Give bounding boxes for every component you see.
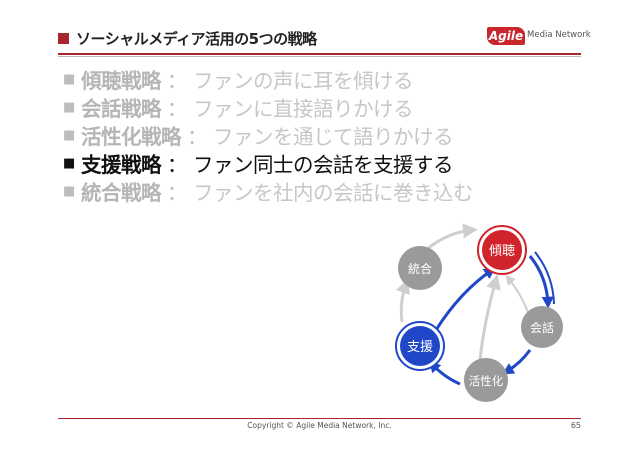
cycle-arc-talk-energize bbox=[501, 349, 532, 375]
strategy-desc: ファンの声に耳を傾ける bbox=[193, 69, 414, 93]
strategy-name: 統合戦略 bbox=[81, 181, 162, 205]
strategy-colon: ： bbox=[167, 97, 188, 121]
cycle-node-label-support: 支援 bbox=[407, 340, 433, 355]
cycle-node-label-integrate: 統合 bbox=[408, 261, 432, 276]
strategy-name: 会話戦略 bbox=[81, 97, 162, 121]
strategy-colon: ： bbox=[187, 125, 208, 149]
title-divider-gray bbox=[58, 56, 581, 57]
slide-title-bar: ソーシャルメディア活用の5つの戦略 bbox=[58, 28, 317, 49]
cycle-inner-support-listen bbox=[434, 267, 496, 331]
footer-copyright: Copyright © Agile Media Network, Inc. bbox=[247, 421, 392, 430]
cycle-arc-energize-support bbox=[428, 360, 461, 386]
logo-text: Media Network bbox=[527, 30, 591, 40]
cycle-node-label-talk: 会話 bbox=[530, 320, 554, 335]
strategy-colon: ： bbox=[167, 69, 188, 93]
strategy-name: 活性化戦略 bbox=[81, 125, 182, 149]
strategy-cycle-diagram: 傾聴 会話 活性化 支援 統合 bbox=[395, 223, 563, 402]
strategy-item-energize: ■ 活性化戦略 ： ファンを通じて語りかける bbox=[63, 121, 473, 149]
strategy-name: 支援戦略 bbox=[81, 153, 162, 177]
bullet-icon: ■ bbox=[63, 99, 75, 115]
strategy-desc: ファンを社内の会話に巻き込む bbox=[193, 181, 474, 205]
strategy-list: ■ 傾聴戦略 ： ファンの声に耳を傾ける ■ 会話戦略 ： ファンに直接語りかけ… bbox=[63, 65, 474, 205]
strategy-desc: ファンに直接語りかける bbox=[193, 97, 414, 121]
cycle-node-label-energize: 活性化 bbox=[469, 374, 504, 388]
cycle-arc-listen-talk-outer bbox=[534, 251, 555, 305]
cycle-node-listen: 傾聴 bbox=[477, 225, 527, 275]
slide-title: ソーシャルメディア活用の5つの戦略 bbox=[76, 30, 317, 48]
cycle-arc-support-integrate bbox=[395, 278, 411, 323]
page-number: 65 bbox=[570, 421, 581, 430]
strategy-desc: ファン同士の会話を支援する bbox=[193, 153, 454, 177]
cycle-node-support: 支援 bbox=[395, 321, 445, 371]
slide-footer: Copyright © Agile Media Network, Inc. 65 bbox=[58, 418, 581, 433]
strategy-name: 傾聴戦略 bbox=[81, 69, 162, 93]
strategy-colon: ： bbox=[167, 153, 188, 177]
cycle-node-talk: 会話 bbox=[521, 306, 563, 348]
cycle-inner-talk-listen bbox=[505, 274, 529, 313]
strategy-item-support: ■ 支援戦略 ： ファン同士の会話を支援する bbox=[63, 149, 473, 177]
cycle-inner-energize-listen bbox=[478, 274, 501, 361]
strategy-item-talk: ■ 会話戦略 ： ファンに直接語りかける bbox=[63, 93, 473, 121]
strategy-item-listen: ■ 傾聴戦略 ： ファンの声に耳を傾ける bbox=[63, 65, 473, 93]
cycle-node-energize: 活性化 bbox=[464, 358, 508, 402]
bullet-icon: ■ bbox=[63, 183, 75, 199]
strategy-desc: ファンを通じて語りかける bbox=[213, 125, 454, 149]
title-divider bbox=[58, 53, 581, 55]
logo-mark: Agile bbox=[487, 27, 525, 45]
strategy-item-integrate: ■ 統合戦略 ： ファンを社内の会話に巻き込む bbox=[63, 177, 474, 205]
strategy-colon: ： bbox=[167, 181, 188, 205]
cycle-arc-listen-talk bbox=[528, 255, 554, 309]
agile-media-network-logo: Agile Media Network bbox=[487, 27, 591, 47]
bullet-icon: ■ bbox=[63, 71, 75, 87]
bullet-icon: ■ bbox=[63, 155, 75, 171]
cycle-node-label-listen: 傾聴 bbox=[489, 244, 515, 259]
cycle-node-integrate: 統合 bbox=[398, 246, 442, 290]
bullet-icon: ■ bbox=[63, 127, 75, 143]
title-square-icon bbox=[58, 33, 69, 44]
